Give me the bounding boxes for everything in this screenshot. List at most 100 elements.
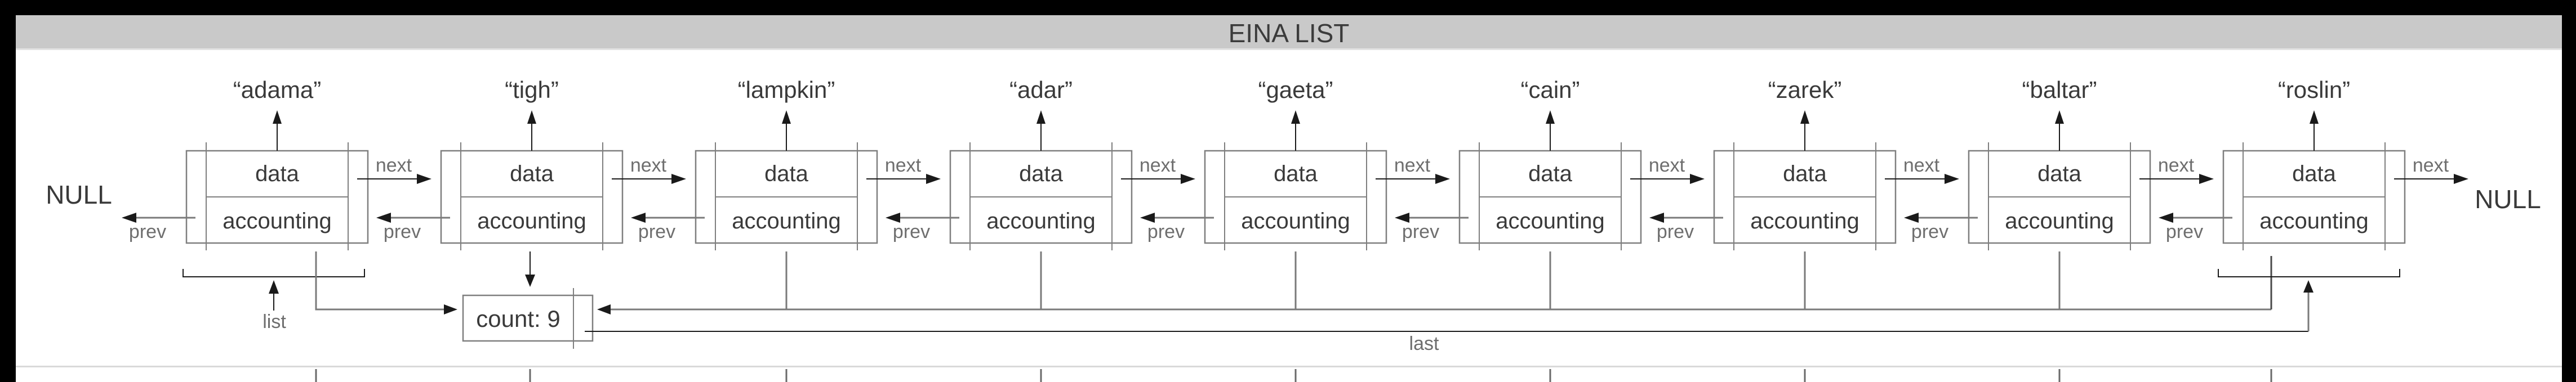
next-arrowhead-icon bbox=[1435, 174, 1450, 184]
prev-arrowhead-icon bbox=[1649, 213, 1664, 223]
next-label: next bbox=[1903, 155, 1940, 176]
null-left-label: NULL bbox=[46, 180, 112, 209]
next-label: next bbox=[1649, 155, 1685, 176]
accounting-field-label: accounting bbox=[986, 209, 1095, 233]
next-label: next bbox=[630, 155, 667, 176]
data-pointer-arrowhead-icon bbox=[1036, 110, 1045, 124]
accounting-field-label: accounting bbox=[223, 209, 331, 233]
count-box-top-arrowhead-icon bbox=[525, 275, 535, 287]
data-pointer-arrowhead-icon bbox=[273, 110, 282, 124]
next-label: next bbox=[885, 155, 922, 176]
data-pointer-arrowhead-icon bbox=[1800, 110, 1809, 124]
next-arrowhead-icon bbox=[1945, 174, 1959, 184]
list-node: data accounting “adama” next prev bbox=[122, 77, 431, 250]
data-field-label: data bbox=[2292, 161, 2337, 186]
last-pointer-label: last bbox=[1409, 333, 1439, 354]
data-pointer-arrowhead-icon bbox=[782, 110, 791, 124]
count-value-label: count: 9 bbox=[476, 305, 560, 332]
data-pointer-arrowhead-icon bbox=[2310, 110, 2319, 124]
list-pointer-arrowhead-icon bbox=[269, 280, 279, 294]
bottom-stubs-layer bbox=[315, 369, 2272, 382]
data-pointer-arrowhead-icon bbox=[2055, 110, 2064, 124]
data-field-label: data bbox=[2037, 161, 2082, 186]
bottom-divider bbox=[16, 366, 2562, 367]
last-pointer-arrowhead-icon bbox=[2303, 280, 2313, 293]
node-name-label: “tigh” bbox=[505, 77, 559, 103]
next-label: next bbox=[1140, 155, 1176, 176]
node-name-label: “baltar” bbox=[2022, 77, 2097, 103]
prev-arrowhead-icon bbox=[631, 213, 646, 223]
accounting-field-label: accounting bbox=[732, 209, 840, 233]
data-field-label: data bbox=[1528, 161, 1573, 186]
accounting-connector-first bbox=[315, 251, 450, 311]
next-arrowhead-icon bbox=[1181, 174, 1195, 184]
list-head-bracket bbox=[183, 269, 365, 277]
data-field-label: data bbox=[764, 161, 809, 186]
data-pointer-arrowhead-icon bbox=[1546, 110, 1555, 124]
accounting-field-label: accounting bbox=[1750, 209, 1859, 233]
accounting-field-label: accounting bbox=[477, 209, 586, 233]
null-right-label: NULL bbox=[2475, 185, 2541, 214]
list-pointer-label: list bbox=[263, 311, 286, 332]
next-label: next bbox=[2158, 155, 2195, 176]
prev-arrowhead-icon bbox=[1140, 213, 1155, 223]
list-nodes-layer: data accounting “adama” next prev data account… bbox=[122, 77, 2468, 309]
data-field-label: data bbox=[1019, 161, 1064, 186]
next-arrowhead-icon bbox=[2454, 174, 2468, 184]
list-node: data accounting “baltar” next prev bbox=[1904, 77, 2214, 309]
prev-label: prev bbox=[1147, 221, 1185, 242]
node-name-label: “gaeta” bbox=[1258, 77, 1333, 103]
list-node: data accounting “tigh” next prev bbox=[376, 77, 686, 250]
count-box-left-arrowhead-icon bbox=[444, 304, 457, 314]
accounting-field-label: accounting bbox=[2259, 209, 2368, 233]
list-node: data accounting “roslin” next prev bbox=[2159, 77, 2468, 250]
data-field-label: data bbox=[1783, 161, 1827, 186]
prev-arrowhead-icon bbox=[886, 213, 900, 223]
accounting-field-label: accounting bbox=[2005, 209, 2114, 233]
list-node: data accounting “zarek” next prev bbox=[1649, 77, 1959, 309]
list-node: data accounting “lampkin” next prev bbox=[631, 77, 941, 309]
prev-label: prev bbox=[384, 221, 421, 242]
next-label: next bbox=[2413, 155, 2449, 176]
node-name-label: “adama” bbox=[233, 77, 321, 103]
node-name-label: “cain” bbox=[1520, 77, 1580, 103]
data-pointer-arrowhead-icon bbox=[1291, 110, 1300, 124]
list-tail-bracket bbox=[2218, 269, 2400, 277]
prev-label: prev bbox=[2166, 221, 2203, 242]
node-name-label: “adar” bbox=[1009, 77, 1073, 103]
list-node: data accounting “cain” next prev bbox=[1395, 77, 1705, 309]
accounting-field-label: accounting bbox=[1241, 209, 1350, 233]
next-label: next bbox=[376, 155, 412, 176]
prev-label: prev bbox=[1657, 221, 1694, 242]
node-name-label: “lampkin” bbox=[738, 77, 835, 103]
prev-label: prev bbox=[638, 221, 675, 242]
prev-label: prev bbox=[129, 221, 166, 242]
next-arrowhead-icon bbox=[671, 174, 686, 184]
collector-arrowhead-icon bbox=[597, 304, 611, 314]
next-arrowhead-icon bbox=[2199, 174, 2214, 184]
prev-label: prev bbox=[1911, 221, 1948, 242]
data-field-label: data bbox=[1274, 161, 1318, 186]
node-name-label: “roslin” bbox=[2278, 77, 2350, 103]
list-node: data accounting “gaeta” next prev bbox=[1140, 77, 1450, 309]
title-bar-bottom-edge bbox=[16, 48, 2562, 50]
diagram-canvas bbox=[16, 50, 2562, 382]
node-name-label: “zarek” bbox=[1768, 77, 1842, 103]
accounting-field-label: accounting bbox=[1496, 209, 1604, 233]
title-bar bbox=[16, 15, 2562, 50]
list-node: data accounting “adar” next prev bbox=[886, 77, 1195, 309]
next-arrowhead-icon bbox=[417, 174, 431, 184]
prev-arrowhead-icon bbox=[1904, 213, 1919, 223]
prev-arrowhead-icon bbox=[1395, 213, 1409, 223]
prev-arrowhead-icon bbox=[376, 213, 391, 223]
next-arrowhead-icon bbox=[926, 174, 941, 184]
data-field-label: data bbox=[510, 161, 554, 186]
prev-label: prev bbox=[1402, 221, 1439, 242]
data-pointer-arrowhead-icon bbox=[527, 110, 536, 124]
next-arrowhead-icon bbox=[1690, 174, 1705, 184]
data-field-label: data bbox=[255, 161, 300, 186]
prev-label: prev bbox=[893, 221, 930, 242]
next-label: next bbox=[1394, 155, 1431, 176]
